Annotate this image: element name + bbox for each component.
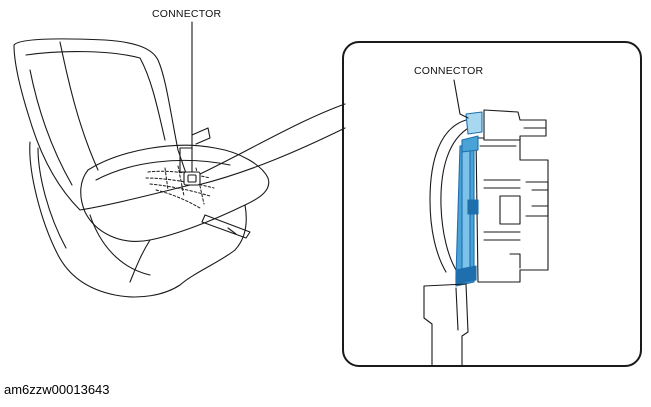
zoom-leader-top — [199, 103, 346, 175]
detail-inset-frame — [342, 41, 642, 367]
zoom-leader-bottom — [197, 127, 346, 186]
seat-side-panel — [29, 141, 181, 298]
seat-connector-marker — [183, 171, 201, 186]
detail-connector-label: CONNECTOR — [414, 65, 484, 77]
detail-callout-leader — [453, 79, 469, 119]
connector-housing — [475, 137, 549, 283]
mounting-bracket — [423, 283, 469, 367]
detail-connector-view — [423, 79, 549, 367]
seat-cushion — [80, 144, 270, 242]
seat-back — [13, 38, 191, 211]
figure-reference-id: am6zzw00013643 — [4, 382, 110, 397]
seat-illustration — [13, 21, 270, 298]
seat-connector-label: CONNECTOR — [152, 8, 222, 20]
connector-lock-blue-top — [465, 111, 483, 135]
seat-rail — [201, 214, 251, 239]
